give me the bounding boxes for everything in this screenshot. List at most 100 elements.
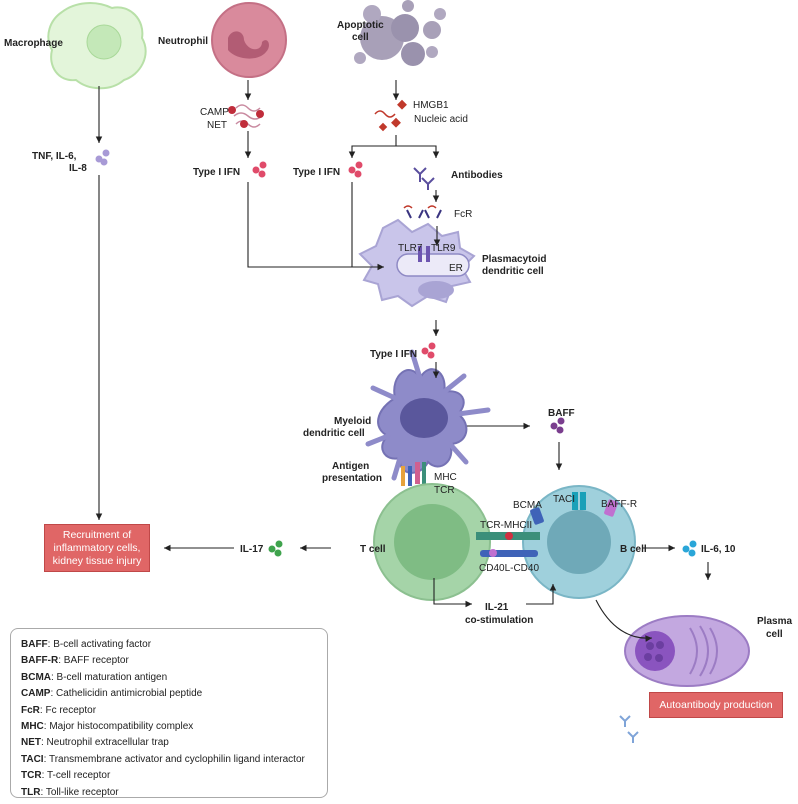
plasma-cell — [624, 615, 750, 687]
legend-def: : Toll-like receptor — [40, 786, 119, 798]
legend-term: BAFF — [21, 639, 48, 650]
legend-term: NET — [21, 737, 41, 749]
label-nucleic-acid: Nucleic acid — [414, 114, 468, 125]
mhc-tcr-receptors — [401, 462, 426, 486]
label-baffr: BAFF-R — [601, 499, 637, 510]
label-plasma-1: Plasma — [757, 616, 792, 627]
label-antigen-2: presentation — [322, 473, 382, 484]
label-tcr: TCR — [434, 485, 455, 496]
net-structure — [228, 104, 264, 128]
ifn-dots-b — [348, 161, 363, 178]
label-il6-10: IL-6, 10 — [701, 544, 736, 555]
legend-def: : BAFF receptor — [58, 655, 129, 667]
label-hmgb1: HMGB1 — [413, 100, 449, 111]
label-pdc-1: Plasmacytoid — [482, 254, 546, 265]
ifn-dots-c — [421, 342, 436, 359]
neutrophil-cell — [211, 2, 287, 78]
legend-def: : B-cell activating factor — [47, 639, 152, 650]
abbreviation-legend: BAFF: B-cell activating factor BAFF-R: B… — [10, 628, 328, 798]
label-tlr9: TLR9 — [431, 243, 456, 254]
legend-row: NET: Neutrophil extracellular trap — [21, 735, 317, 751]
label-baff: BAFF — [548, 408, 575, 419]
autoantibody-label: Autoantibody production — [659, 698, 773, 711]
b-cell — [522, 485, 636, 599]
legend-term: BAFF-R — [21, 655, 59, 667]
label-tcr-mhcii: TCR-MHCII — [480, 520, 532, 531]
label-antibodies: Antibodies — [451, 170, 503, 181]
macrophage-cell — [47, 2, 147, 90]
legend-def: : Major histocompatibility complex — [43, 720, 194, 732]
label-cd40: CD40L-CD40 — [479, 563, 539, 574]
label-fcr: FcR — [454, 209, 472, 220]
label-il21-1: IL-21 — [485, 602, 509, 613]
legend-term: TACI — [21, 753, 44, 765]
label-type1ifn-b: Type I IFN — [293, 167, 340, 178]
label-bcell: B cell — [620, 544, 647, 555]
legend-row: BAFF: B-cell activating factor — [21, 637, 317, 653]
legend-def: : Cathelicidin antimicrobial peptide — [50, 688, 203, 700]
immune-synapse — [476, 532, 540, 557]
recruitment-line-2: inflammatory cells, — [53, 541, 141, 554]
plasmacytoid-dendritic-cell — [358, 205, 476, 308]
legend-row: TLR: Toll-like receptor — [21, 785, 317, 801]
label-il21-2: co-stimulation — [465, 615, 533, 626]
ifn-dots-a — [252, 161, 267, 178]
legend-def: : B-cell maturation antigen — [51, 671, 168, 683]
label-er: ER — [449, 263, 463, 274]
label-mhc: MHC — [434, 472, 457, 483]
legend-term: TLR — [21, 786, 41, 798]
recruitment-line-1: Recruitment of — [62, 528, 132, 541]
legend-row: TACI: Transmembrane activator and cyclop… — [21, 752, 317, 768]
label-net: NET — [207, 120, 227, 131]
legend-term: BCMA — [21, 671, 51, 683]
autoantibody-box: Autoantibody production — [649, 692, 783, 718]
label-tlr7: TLR7 — [398, 243, 423, 254]
legend-term: TCR — [21, 770, 42, 782]
apoptotic-cell — [354, 0, 446, 66]
antibody-icon — [413, 167, 435, 190]
label-camp: CAMP — [200, 107, 229, 118]
myeloid-dendritic-cell — [365, 349, 491, 481]
label-taci: TACI — [553, 494, 575, 505]
label-plasma-2: cell — [766, 629, 783, 640]
label-macrophage: Macrophage — [4, 38, 63, 49]
legend-def: : T-cell receptor — [41, 770, 111, 782]
il6-dots — [682, 540, 697, 557]
label-antigen-1: Antigen — [332, 461, 369, 472]
label-tcell: T cell — [360, 544, 386, 555]
tnf-dots — [95, 149, 110, 166]
recruitment-line-3: kidney tissue injury — [52, 554, 142, 567]
legend-row: TCR: T-cell receptor — [21, 768, 317, 784]
label-neutrophil: Neutrophil — [158, 36, 208, 47]
label-tnf-2: IL-8 — [69, 163, 87, 174]
legend-term: MHC — [21, 720, 44, 732]
legend-row: CAMP: Cathelicidin antimicrobial peptide — [21, 686, 317, 702]
legend-def: : Neutrophil extracellular trap — [41, 737, 169, 749]
label-mdc-1: Myeloid — [334, 416, 371, 427]
legend-row: BAFF-R: BAFF receptor — [21, 653, 317, 669]
label-tnf-1: TNF, IL-6, — [32, 151, 77, 162]
legend-def: : Fc receptor — [39, 704, 97, 716]
legend-term: FcR — [21, 704, 40, 716]
label-type1ifn-c: Type I IFN — [370, 349, 417, 360]
hmgb1-molecules — [374, 99, 407, 132]
label-pdc-2: dendritic cell — [482, 266, 544, 277]
free-antibodies — [619, 715, 639, 743]
t-cell — [373, 483, 491, 601]
legend-def: : Transmembrane activator and cyclophili… — [43, 753, 305, 765]
label-mdc-2: dendritic cell — [303, 428, 365, 439]
il17-dots — [268, 540, 283, 557]
legend-row: MHC: Major histocompatibility complex — [21, 719, 317, 735]
label-apoptotic-2: cell — [352, 32, 369, 43]
recruitment-box: Recruitment of inflammatory cells, kidne… — [44, 524, 150, 572]
label-type1ifn-a: Type I IFN — [193, 167, 240, 178]
label-il17: IL-17 — [240, 544, 264, 555]
baff-dots — [550, 417, 565, 434]
legend-term: CAMP — [21, 688, 51, 700]
legend-row: FcR: Fc receptor — [21, 703, 317, 719]
label-apoptotic-1: Apoptotic — [337, 20, 384, 31]
arrows — [95, 80, 712, 642]
legend-row: BCMA: B-cell maturation antigen — [21, 670, 317, 686]
label-bcma: BCMA — [513, 500, 542, 511]
